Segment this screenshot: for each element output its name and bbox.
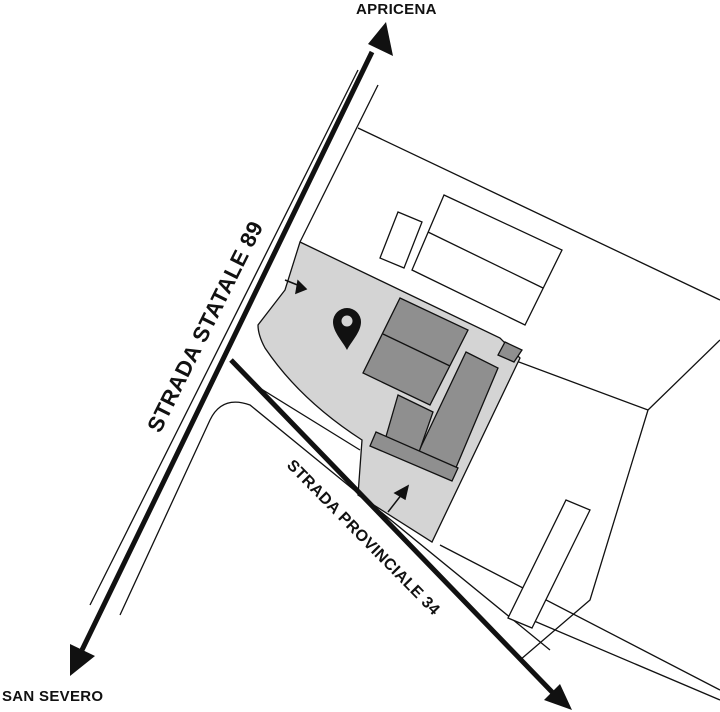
main-road-label: STRADA STATALE 89: [142, 217, 268, 436]
side-road-inner-edge: [119, 401, 551, 651]
side-road-edge-north: [249, 381, 361, 451]
north-city-label: APRICENA: [356, 1, 437, 18]
entrance-arrow-icon: [295, 279, 308, 295]
long-building-outline: [507, 499, 591, 629]
arrow-down-right-icon: [544, 684, 572, 710]
road-edge-east: [299, 84, 379, 243]
main-road-line: [79, 50, 375, 652]
large-building-divider: [427, 231, 544, 289]
parcel-inner-line: [499, 354, 649, 411]
arrow-up-icon: [368, 22, 393, 56]
side-road-line: [229, 358, 555, 695]
small-building-outline: [379, 211, 423, 269]
south-city-label: SAN SEVERO: [2, 688, 103, 705]
building-strip: [369, 431, 459, 482]
road-edge-west: [89, 69, 359, 606]
entrance-arrow-south-shaft: [387, 493, 403, 513]
parcel-north-boundary: [357, 127, 720, 301]
building-north: [362, 297, 469, 406]
parcel-outlines: [89, 69, 720, 701]
neighbour-buildings: [379, 194, 591, 629]
main-road: [70, 22, 393, 676]
side-road: [229, 358, 572, 710]
entrance-arrow-icon: [393, 484, 410, 501]
building-annex: [497, 341, 523, 363]
building-north-divider: [382, 333, 451, 367]
map-pin-icon: [333, 308, 361, 350]
parcel-east-boundary: [519, 339, 720, 661]
parcel-south-line: [519, 614, 720, 701]
entrance-arrows: [284, 279, 410, 513]
arrow-down-icon: [70, 644, 95, 676]
large-building-outline: [411, 194, 563, 326]
side-road-edge-south: [439, 544, 720, 691]
site-buildings: [362, 297, 523, 482]
